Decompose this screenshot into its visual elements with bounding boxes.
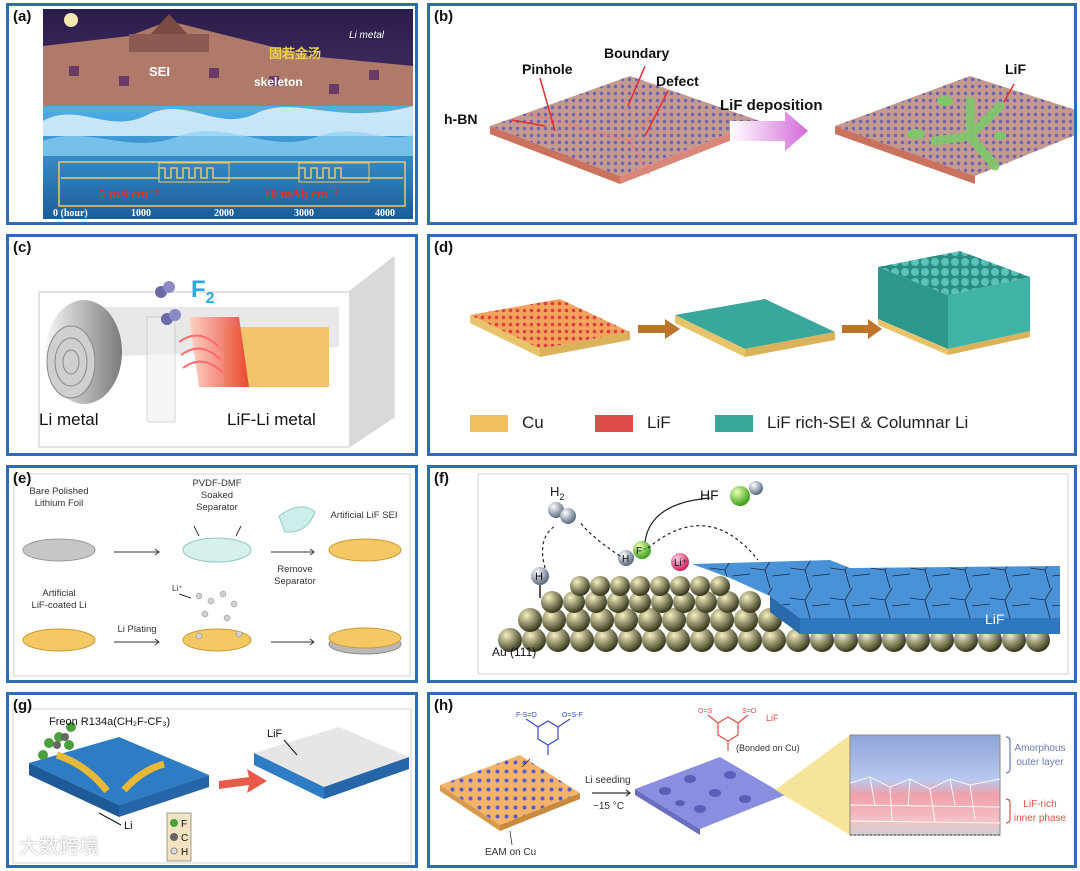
axis-tick-2: 2000 (214, 208, 234, 219)
key-h: H (181, 847, 188, 858)
panel-b-label: (b) (434, 8, 454, 25)
axis-tick-3: 3000 (294, 208, 314, 219)
panel-f: LiF Au (111) H2 HF H H F⁻ Li⁺ (f) (427, 465, 1077, 683)
lif-label: LiF (766, 713, 779, 723)
panel-a-illustration: SEI skeleton 固若金汤 Li metal 5 mA cm⁻² 10 … (43, 9, 413, 219)
axis-tick-1: 1000 (131, 208, 151, 219)
h-atom-label: H (535, 571, 543, 583)
remove-line2: Separator (274, 576, 316, 587)
plating-label: Li Plating (117, 624, 156, 635)
li-metal-text: Li metal (349, 30, 385, 41)
middle-sulfonyl-2: S=O (742, 708, 757, 715)
hf-label: HF (700, 487, 719, 503)
panel-f-label: (f) (434, 470, 449, 487)
arrow-1 (638, 319, 680, 339)
legend-item-lif: LiF (595, 413, 671, 433)
panel-c-illustration: F2 Li metal LiF-Li metal (38, 255, 395, 448)
panel-e: Bare Polished Lithium Foil PVDF-DMF Soak… (6, 465, 418, 683)
defect-label: Defect (656, 73, 699, 89)
reaction-arrow (219, 769, 267, 793)
freon-label: Freon R134a(CH₂F-CF₃) (49, 716, 170, 728)
eam-label: EAM on Cu (485, 847, 536, 858)
bare-foil-line2: Lithium Foil (35, 498, 84, 509)
h2-subscript: 2 (559, 492, 564, 502)
outer-layer-line1: Amorphous (1014, 743, 1065, 754)
coated-line2: LiF-coated Li (32, 600, 87, 611)
chinese-slogan: 固若金汤 (269, 46, 321, 62)
h-adsorbed-label: H (622, 554, 629, 565)
watermark: 大数跨境 (19, 834, 99, 858)
panel-a: SEI skeleton 固若金汤 Li metal 5 mA cm⁻² 10 … (6, 3, 418, 225)
panel-d-illustration (470, 251, 1030, 357)
panel-h-illustration: EAM on Cu F-S=O O=S-F Li seeding −15 °C … (440, 708, 1067, 858)
legend-swatch-lif (595, 414, 633, 432)
legend: Cu LiF LiF rich-SEI & Columnar Li (470, 413, 1064, 439)
pvdf-line3: Separator (196, 502, 238, 513)
deposition-label: LiF deposition (720, 97, 823, 114)
remove-line1: Remove (277, 564, 312, 575)
skeleton-text: skeleton (254, 75, 303, 89)
li-label: Li (124, 820, 133, 832)
hbn-label: h-BN (444, 111, 477, 127)
inner-phase-line1: LiF-rich (1023, 799, 1056, 810)
lif-label: LiF (1005, 61, 1026, 77)
h2-text: H (550, 484, 559, 499)
pvdf-line2: Soaked (201, 490, 233, 501)
rate-current-density: 5 mA cm⁻² (99, 186, 159, 201)
panel-g-label: (g) (13, 697, 33, 714)
h2-label: H2 (550, 484, 564, 502)
deposition-arrow (730, 111, 808, 151)
seeding-label: Li seeding (585, 775, 631, 786)
left-sulfonyl-fluoride-1: F-S=O (516, 712, 537, 719)
key-c: C (181, 833, 188, 844)
sei-text: SEI (149, 64, 170, 79)
panel-b: h-BN Pinhole Boundary Defect LiF deposit… (427, 3, 1077, 225)
legend-swatch-cu (470, 414, 508, 432)
panel-g-illustration: Freon R134a(CH₂F-CF₃) Li F C H LiF (12, 708, 412, 864)
panel-h: EAM on Cu F-S=O O=S-F Li seeding −15 °C … (427, 692, 1077, 868)
outer-layer-line2: outer layer (1016, 757, 1064, 768)
lif-li-metal-label: LiF-Li metal (227, 410, 316, 429)
panel-e-illustration: Bare Polished Lithium Foil PVDF-DMF Soak… (13, 473, 411, 677)
f2-subscript: 2 (206, 290, 215, 307)
legend-item-cu: Cu (470, 413, 544, 433)
au-label: Au (111) (492, 645, 536, 659)
coated-line1: Artificial (42, 588, 75, 599)
temperature-label: −15 °C (593, 801, 624, 812)
rate-capacity: 10 mAh cm⁻² (264, 186, 338, 201)
arrow-2 (842, 319, 882, 339)
key-f: F (181, 819, 187, 830)
li-ion-label: Li⁺ (674, 558, 687, 569)
panel-c-label: (c) (13, 239, 32, 256)
bonded-label: (Bonded on Cu) (736, 743, 800, 753)
left-sulfonyl-fluoride-2: O=S-F (562, 712, 583, 719)
inner-phase-line2: inner phase (1014, 813, 1067, 824)
pvdf-line1: PVDF-DMF (192, 478, 241, 489)
panel-d: Cu LiF LiF rich-SEI & Columnar Li (d) (427, 234, 1077, 456)
lif-label: LiF (267, 728, 283, 740)
li-ion-label: Li⁺ (172, 584, 182, 593)
bare-foil-line1: Bare Polished (29, 486, 88, 497)
panel-d-label: (d) (434, 239, 454, 256)
axis-tick-4: 4000 (375, 208, 395, 219)
lif-plate-label: LiF (985, 611, 1004, 627)
legend-swatch-sei (715, 414, 753, 432)
middle-sulfonyl-1: O=S (698, 708, 713, 715)
panel-f-illustration: LiF Au (111) H2 HF H H F⁻ Li⁺ (477, 473, 1069, 675)
axis-tick-0: 0 (hour) (53, 208, 88, 219)
panel-g: Freon R134a(CH₂F-CF₃) Li F C H LiF 大数跨境 … (6, 692, 418, 868)
pinhole-label: Pinhole (522, 61, 573, 77)
panel-c: F2 Li metal LiF-Li metal (c) (6, 234, 418, 456)
panel-e-label: (e) (13, 470, 32, 487)
artificial-sei-label: Artificial LiF SEI (330, 510, 397, 521)
f2-text: F (191, 276, 206, 303)
boundary-label: Boundary (604, 45, 670, 61)
panel-a-label: (a) (13, 8, 32, 25)
f-ion-label: F⁻ (636, 546, 647, 557)
legend-item-columnar-li: LiF rich-SEI & Columnar Li (715, 413, 968, 433)
f2-label: F2 (191, 276, 215, 307)
panel-h-label: (h) (434, 697, 454, 714)
panel-b-illustration: h-BN Pinhole Boundary Defect LiF deposit… (444, 45, 1074, 184)
li-metal-label: Li metal (39, 410, 99, 429)
